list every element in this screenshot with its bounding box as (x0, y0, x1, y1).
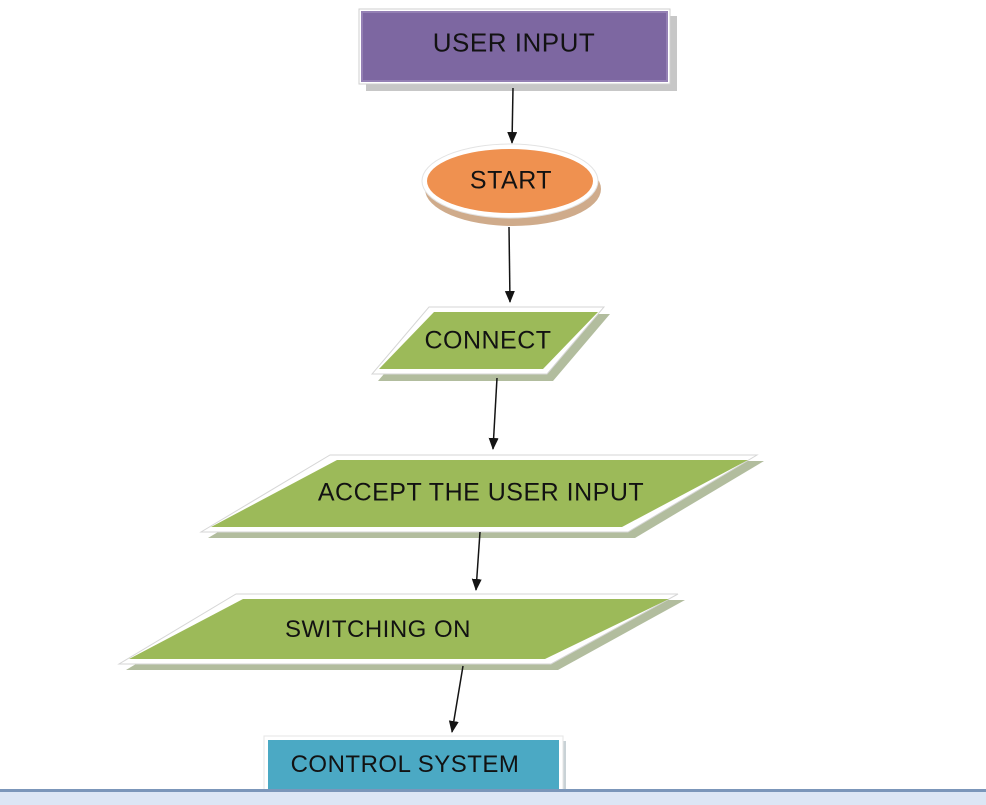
node-user-input-fill (361, 11, 668, 82)
connector-arrow-3[interactable] (488, 377, 499, 450)
node-start-fill (427, 149, 593, 213)
node-accept-input[interactable] (199, 454, 764, 538)
connector-arrow-1[interactable] (507, 87, 518, 144)
node-connect[interactable] (370, 306, 610, 381)
connector-arrow-4[interactable] (471, 531, 482, 591)
node-switching-on[interactable] (117, 593, 685, 670)
node-control-system-fill (268, 740, 559, 791)
connector-arrow-2[interactable] (504, 226, 515, 303)
node-start[interactable] (421, 143, 601, 226)
node-control-system-label: CONTROL SYSTEM (290, 751, 520, 778)
node-accept-input-fill (211, 460, 748, 527)
node-start-label: START (469, 166, 553, 195)
node-connect-label: CONNECT (424, 326, 552, 355)
node-accept-input-label: ACCEPT THE USER INPUT (317, 478, 645, 507)
window-edge-bar (0, 789, 986, 805)
node-user-input[interactable] (358, 8, 677, 91)
node-user-input-label: USER INPUT (432, 27, 596, 58)
node-switching-on-label: SWITCHING ON (285, 616, 471, 643)
node-connect-fill (379, 312, 598, 369)
connector-arrow-5[interactable] (448, 665, 464, 733)
node-control-system[interactable] (263, 735, 566, 794)
node-switching-on-fill (129, 599, 669, 659)
